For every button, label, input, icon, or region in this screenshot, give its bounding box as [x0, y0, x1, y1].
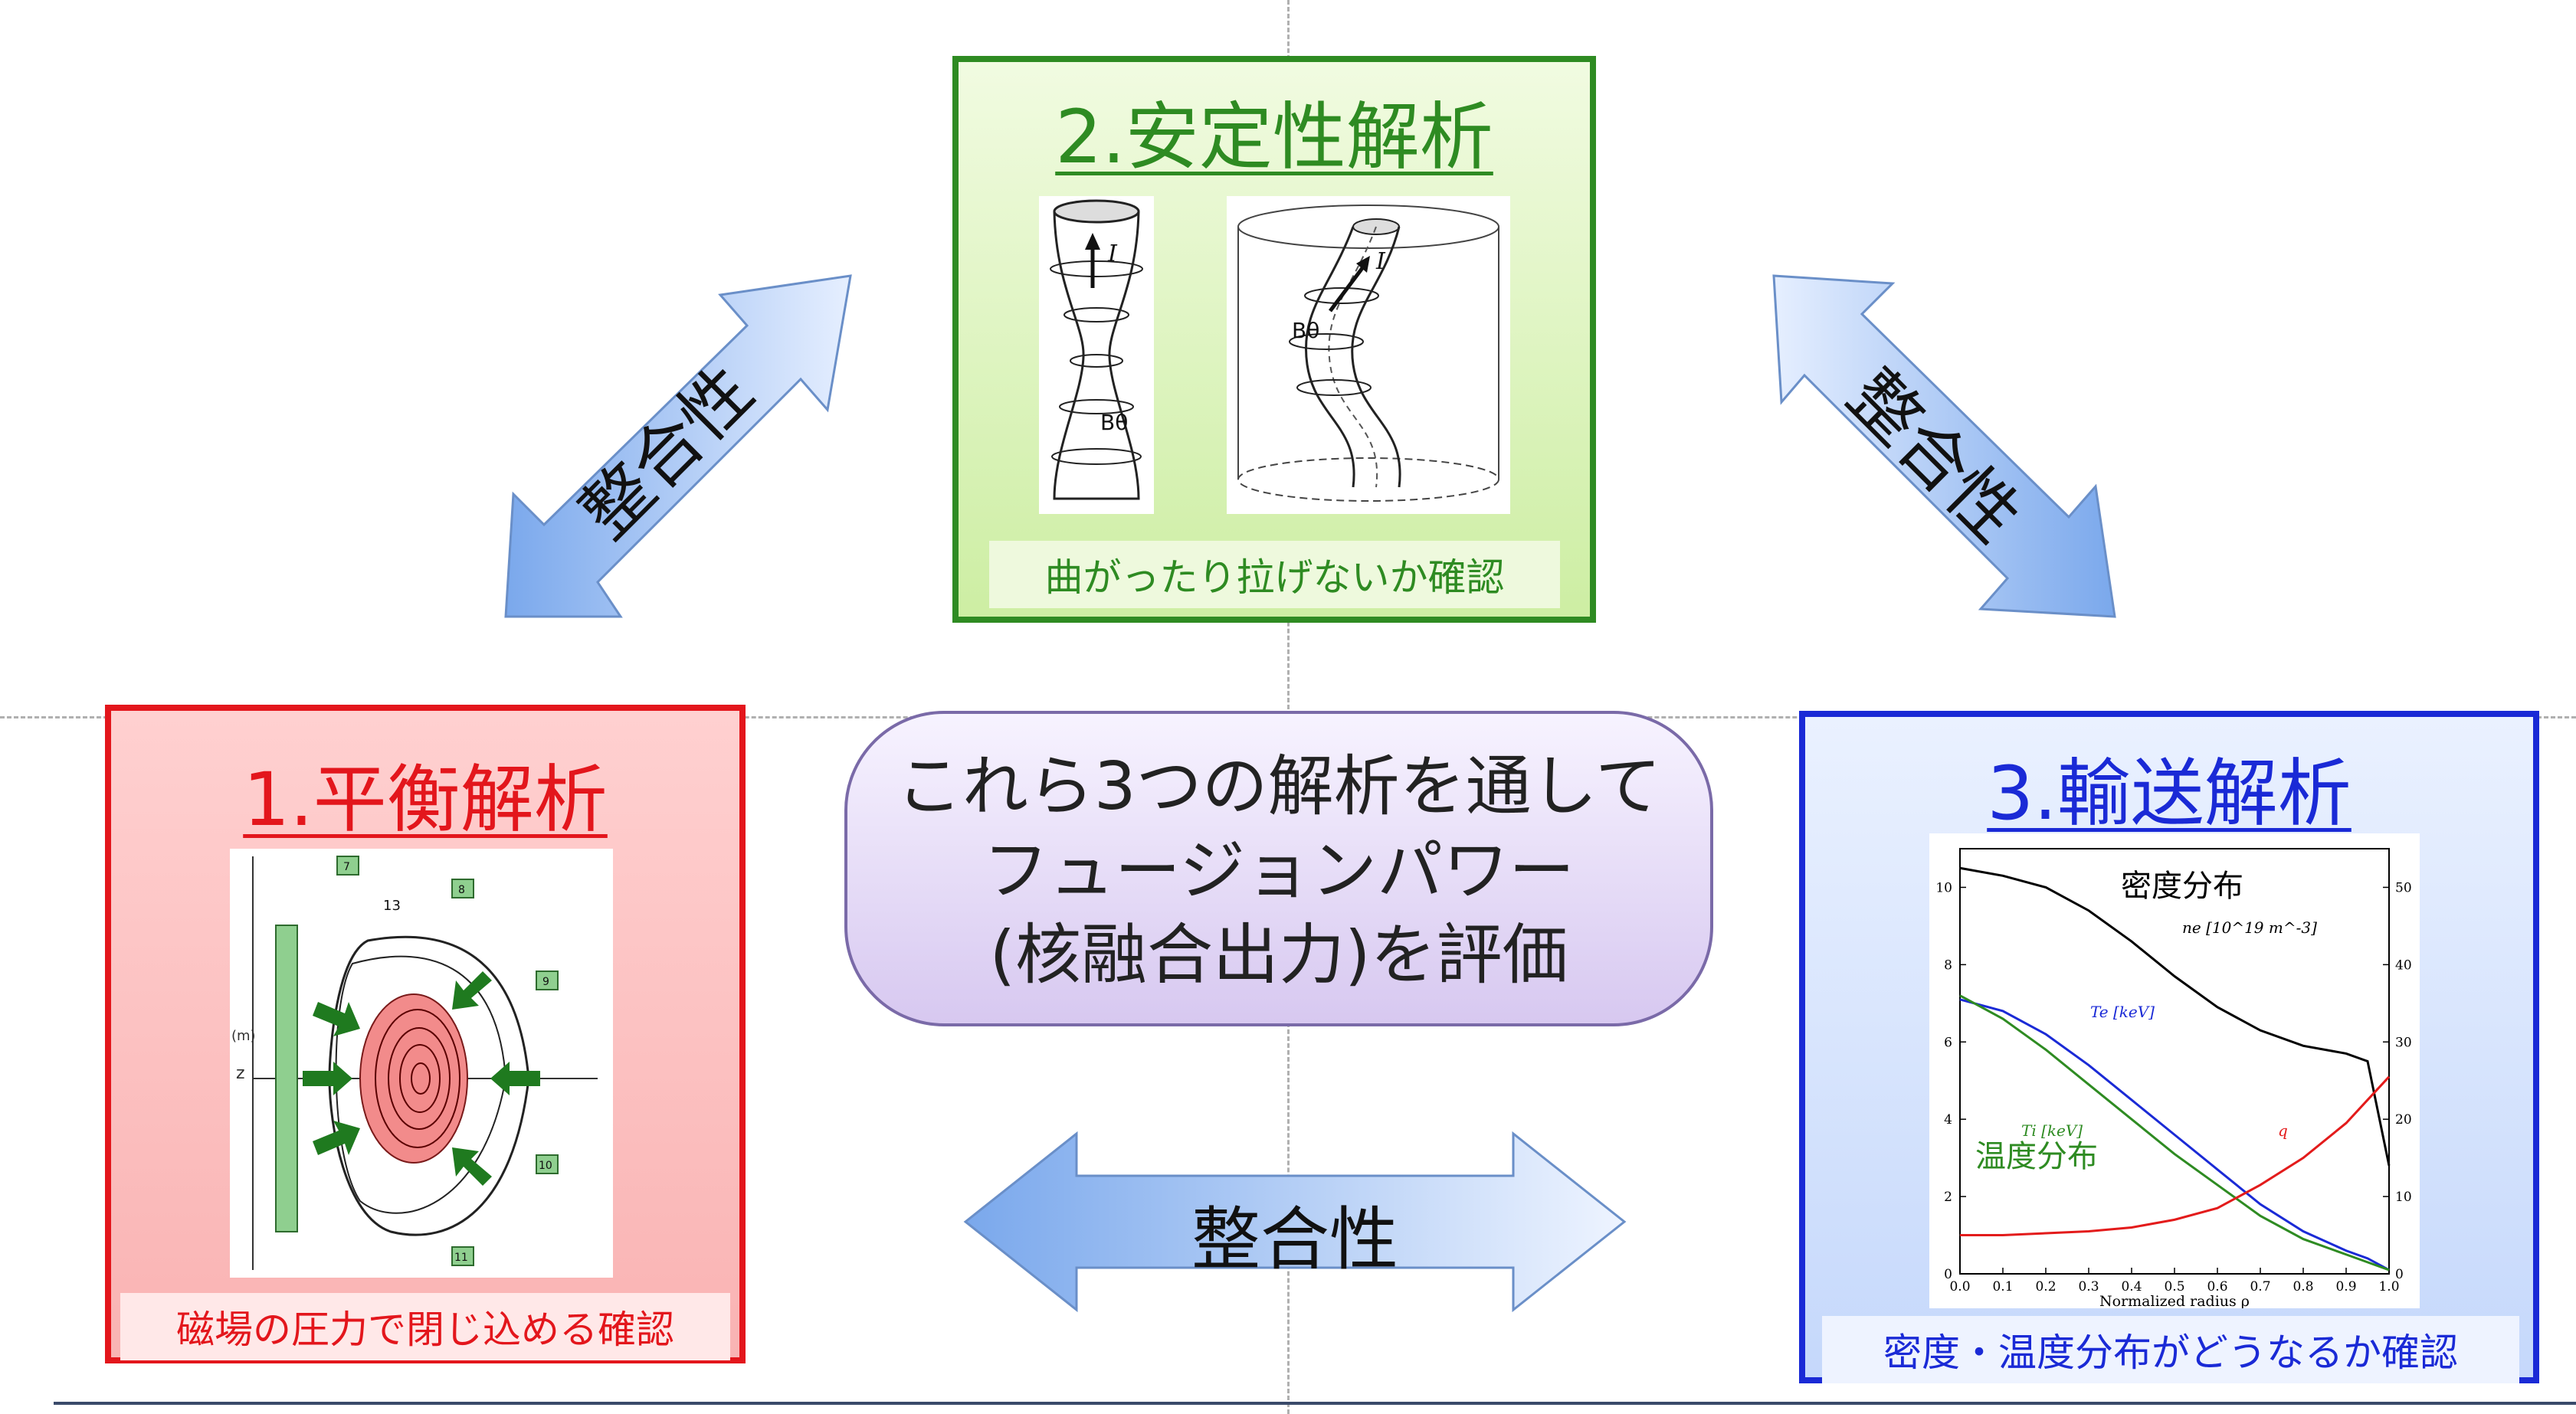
y-tick-label-left: 0 — [1944, 1267, 1952, 1282]
transport-title: 3.輸送解析 — [1987, 751, 2352, 836]
consistency-arrow-right — [1772, 274, 2116, 618]
series-line-2 — [1959, 994, 2390, 1272]
consistency-arrow-left — [504, 274, 852, 618]
chart-frame — [1959, 848, 2390, 1275]
x-tick-label: 0.4 — [2121, 1279, 2142, 1295]
annotation-density: 密度分布 — [2121, 869, 2243, 904]
consistency-label-bottom: 整合性 — [1191, 1200, 1398, 1280]
summary-line-2: フュージョンパワー — [982, 833, 1575, 909]
plot-axis-z: z — [236, 1064, 245, 1083]
y-tick-label-left: 6 — [1944, 1035, 1952, 1050]
transport-analysis-panel: 3.輸送解析 0.0 0.1 0.2 0.3 0.4 0.5 0.6 0.7 0.8 0.9 1.0… — [1799, 711, 2539, 1383]
field-label-2: Bθ — [1292, 318, 1319, 343]
kink-sausage-illustration: I Bθ I Bθ — [1039, 196, 1510, 514]
coil-label-8: 8 — [458, 884, 465, 896]
x-tick-label: 0.0 — [1949, 1279, 1970, 1295]
y-tick-label-right: 10 — [2395, 1190, 2412, 1205]
bottom-rule — [54, 1402, 2576, 1405]
y-tick-label-right: 40 — [2395, 957, 2412, 973]
kink-figure-bg — [1227, 196, 1510, 514]
series-label-2: Ti [keV] — [2021, 1121, 2083, 1140]
x-tick-label: 0.6 — [2207, 1279, 2227, 1295]
x-tick-label: 0.9 — [2335, 1279, 2356, 1295]
y-tick-label-left: 2 — [1944, 1190, 1952, 1205]
y-tick-label-left: 10 — [1935, 880, 1952, 895]
current-label-1: I — [1107, 241, 1118, 267]
y-tick-label-right: 30 — [2395, 1035, 2412, 1050]
summary-line-1: これら3つの解析を通して — [896, 748, 1662, 825]
series-line-0 — [1959, 866, 2391, 1167]
series-label-3: q — [2278, 1121, 2288, 1140]
coil-label-11: 11 — [454, 1252, 468, 1264]
stability-analysis-panel: 2.安定性解析 I Bθ I Bθ 曲がったり拉 — [952, 56, 1596, 623]
x-tick-label: 0.1 — [1992, 1279, 2013, 1295]
series-line-3 — [1960, 1075, 2391, 1237]
annotation-temperature: 温度分布 — [1975, 1139, 2098, 1174]
y-tick-label-right: 50 — [2395, 880, 2412, 895]
guide-line-vertical — [1287, 0, 1290, 1414]
x-tick-label: 0.7 — [2250, 1279, 2270, 1295]
coil-label-9: 9 — [542, 976, 549, 988]
equilibrium-analysis-panel: 1.平衡解析 z (m) 13 7 8 9 10 — [105, 705, 746, 1363]
x-tick-label: 0.3 — [2078, 1279, 2099, 1295]
x-axis-label: Normalized radius ρ — [2099, 1293, 2250, 1308]
series-line-1 — [1959, 998, 2390, 1272]
coil-label-13: 13 — [383, 898, 401, 914]
summary-box: これら3つの解析を通して フュージョンパワー (核融合出力)を評価 — [844, 711, 1713, 1026]
field-label-1: Bθ — [1100, 410, 1128, 435]
transport-caption: 密度・温度分布がどうなるか確認 — [1822, 1316, 2519, 1383]
stability-caption: 曲がったり拉げないか確認 — [989, 541, 1560, 608]
stability-title: 2.安定性解析 — [1055, 94, 1493, 180]
plot-axis-unit: (m) — [231, 1028, 256, 1044]
plasma-equilibrium-plot: z (m) 13 7 8 9 10 11 — [230, 849, 613, 1278]
consistency-arrow-bottom — [963, 1131, 1627, 1313]
y-tick-label-right: 0 — [2395, 1267, 2404, 1282]
current-label-2: I — [1375, 248, 1386, 275]
x-tick-label: 0.2 — [2035, 1279, 2056, 1295]
y-tick-label-right: 20 — [2395, 1112, 2412, 1128]
summary-line-3: (核融合出力)を評価 — [989, 917, 1568, 993]
series-label-1: Te [keV] — [2090, 1003, 2155, 1021]
coil-label-10: 10 — [539, 1160, 552, 1172]
coil-label-7: 7 — [343, 861, 350, 873]
equilibrium-title: 1.平衡解析 — [243, 757, 608, 843]
x-tick-label: 0.8 — [2293, 1279, 2313, 1295]
y-tick-label-left: 4 — [1944, 1112, 1952, 1128]
x-tick-label: 0.5 — [2164, 1279, 2184, 1295]
equilibrium-caption: 磁場の圧力で閉じ込める確認 — [120, 1293, 730, 1360]
y-tick-label-left: 8 — [1944, 957, 1952, 973]
series-label-0: ne [10^19 m^-3] — [2182, 918, 2317, 937]
x-tick-label: 1.0 — [2378, 1279, 2399, 1295]
